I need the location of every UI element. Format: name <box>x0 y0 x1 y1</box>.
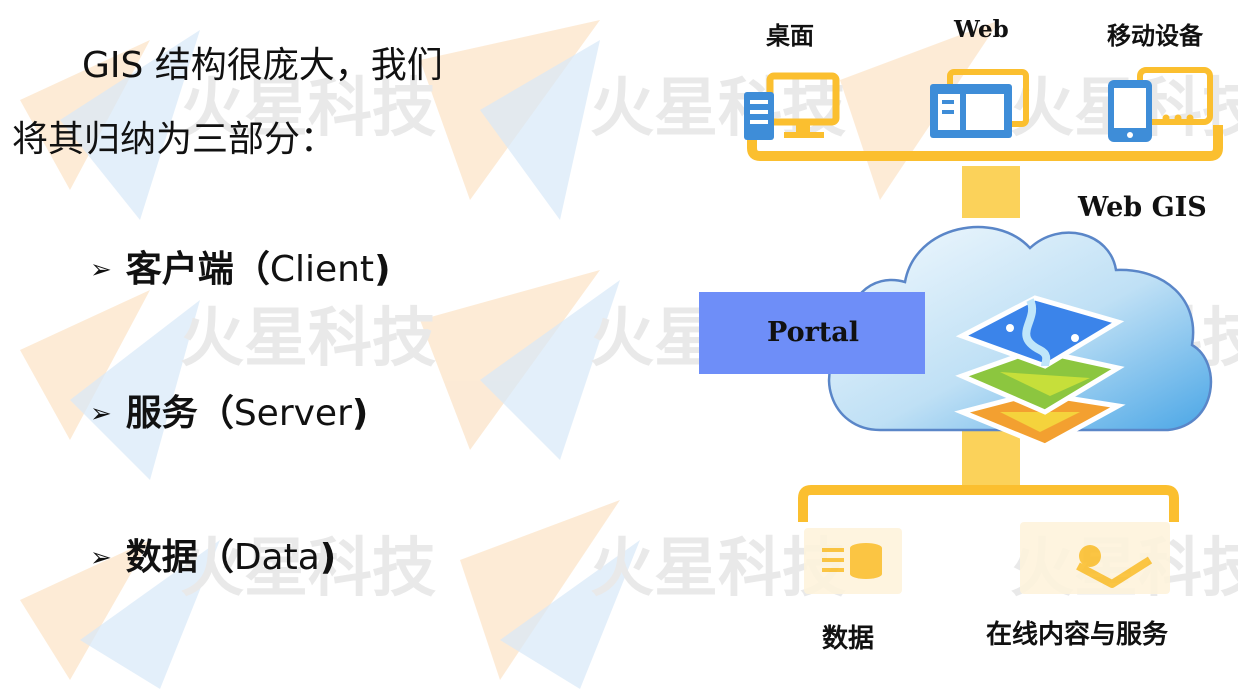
bullet-server: ➢ 服务 （ Server ) <box>90 384 368 436</box>
arrow-bullet-icon: ➢ <box>90 255 112 285</box>
webgis-label: Web GIS <box>1078 192 1207 223</box>
desktop-icon <box>744 72 840 140</box>
watermark-text: 火星科技 <box>180 532 436 606</box>
web-browser-icon <box>930 69 1029 138</box>
connector-top <box>962 166 1020 218</box>
bullet-english: Client <box>269 249 375 290</box>
client-label-web: Web <box>954 16 1009 43</box>
mobile-devices-icon <box>1108 67 1213 142</box>
bullet-client: ➢ 客户端 （ Client ) <box>90 240 391 292</box>
client-label-mobile: 移动设备 <box>1107 22 1203 50</box>
intro-line-1: GIS 结构很庞大，我们 <box>82 45 443 86</box>
arrow-bullet-icon: ➢ <box>90 543 112 573</box>
intro-line-2: 将其归纳为三部分： <box>12 119 337 160</box>
online-content-icon <box>1020 522 1170 594</box>
bullet-paren-open: （ <box>233 249 270 290</box>
watermark-text: 火星科技 <box>180 72 436 146</box>
bullet-paren-close: ) <box>374 249 391 290</box>
bullet-paren-open: （ <box>197 537 234 578</box>
data-bar <box>798 485 1179 522</box>
portal-box <box>699 292 925 374</box>
map-layers-icon <box>954 295 1126 449</box>
client-label-desktop: 桌面 <box>766 22 814 50</box>
bullet-label: 数据 <box>125 537 198 578</box>
portal-label: Portal <box>767 317 860 348</box>
watermark-text: 火星科技 <box>180 302 436 376</box>
bullet-paren-open: （ <box>197 393 234 434</box>
data-label: 数据 <box>822 624 875 654</box>
watermark-text: 火星科技 <box>590 532 846 606</box>
bullet-paren-close: ) <box>351 393 369 434</box>
bullet-label: 服务 <box>125 393 198 434</box>
bullet-english: Data <box>233 537 320 578</box>
bullet-label: 客户端 <box>125 249 234 290</box>
arrow-bullet-icon: ➢ <box>90 399 112 429</box>
webgis-architecture-diagram <box>699 67 1223 594</box>
bullet-paren-close: ) <box>319 537 337 578</box>
bullet-english: Server <box>233 393 352 434</box>
database-icon <box>804 528 902 594</box>
client-bar <box>747 125 1223 161</box>
online-content-label: 在线内容与服务 <box>986 620 1169 650</box>
bullet-data: ➢ 数据 （ Data ) <box>90 528 336 580</box>
